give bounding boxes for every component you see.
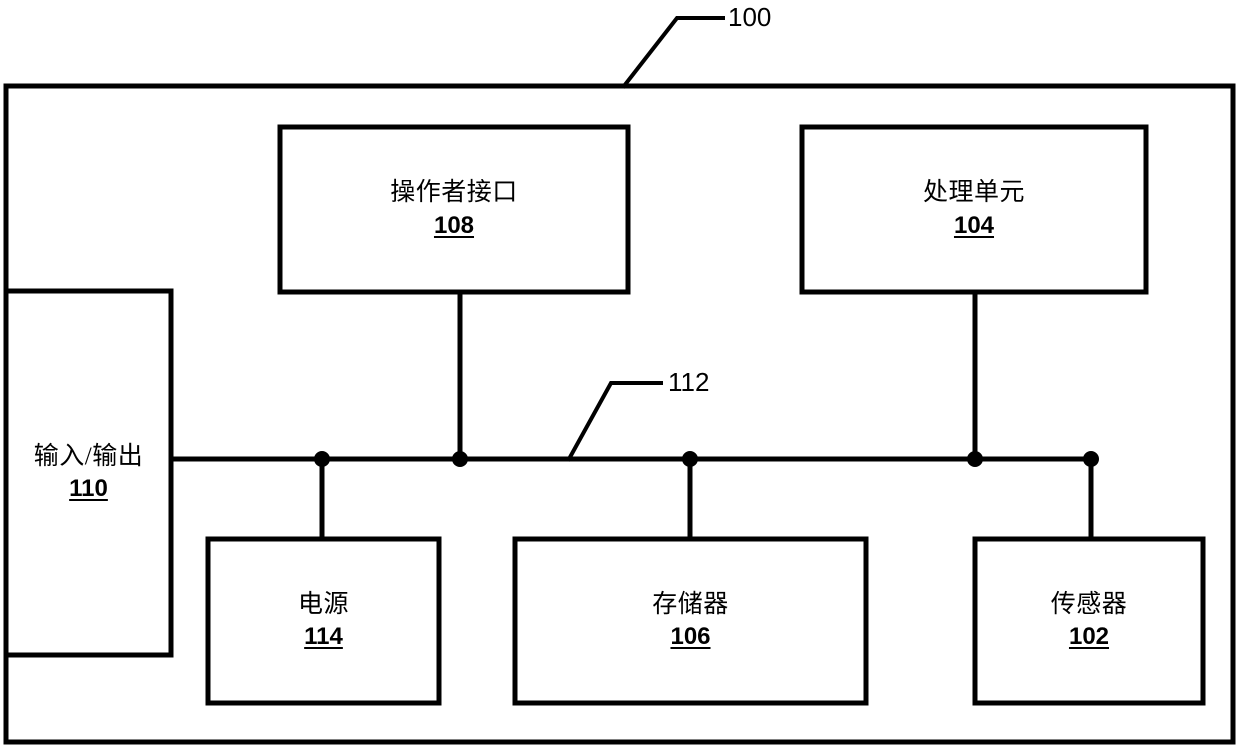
system-enclosure-outline [3,83,1236,745]
input-output-box [3,288,174,658]
memory-box [512,536,869,706]
operator-interface-box [277,124,631,295]
processing-unit-box [799,124,1149,295]
ref-100-leader [621,16,725,89]
ref-label-112: 112 [668,367,710,397]
ref-112-leader [566,381,663,462]
junction-dot-power-supply [314,451,330,467]
junction-dot-sensor [1083,451,1099,467]
junction-dot-operator-interface [452,451,468,467]
junction-dot-processing-unit [967,451,983,467]
power-supply-box [205,536,442,706]
ref-label-100: 100 [728,2,772,32]
sensor-box [972,536,1206,706]
junction-dot-memory [682,451,698,467]
